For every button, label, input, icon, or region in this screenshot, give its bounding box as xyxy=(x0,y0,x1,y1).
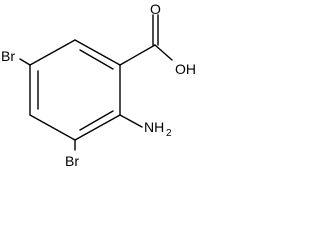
oxygen-label: O xyxy=(150,1,161,17)
amine-label: NH xyxy=(144,119,164,135)
ring-bond-top xyxy=(74,39,121,66)
chemical-structure-diagram: O OH NH 2 Br Br xyxy=(1,1,196,169)
ring-bond-lower-right xyxy=(74,114,121,141)
hydroxyl-label: OH xyxy=(175,61,196,77)
ring-inner-bond-lower-right xyxy=(79,110,114,131)
bromine-left-bond xyxy=(19,58,31,66)
hydroxyl-bond xyxy=(154,44,173,61)
amine-subscript: 2 xyxy=(166,128,172,139)
carboxyl-bond xyxy=(119,44,156,66)
amine-bond xyxy=(119,114,143,128)
ring-inner-bond-top xyxy=(79,49,114,70)
ring-bond-lower-left xyxy=(29,114,76,141)
ring-bond-upper-left xyxy=(29,39,76,66)
bromine-left-label: Br xyxy=(1,48,15,64)
bromine-bottom-label: Br xyxy=(65,153,79,169)
